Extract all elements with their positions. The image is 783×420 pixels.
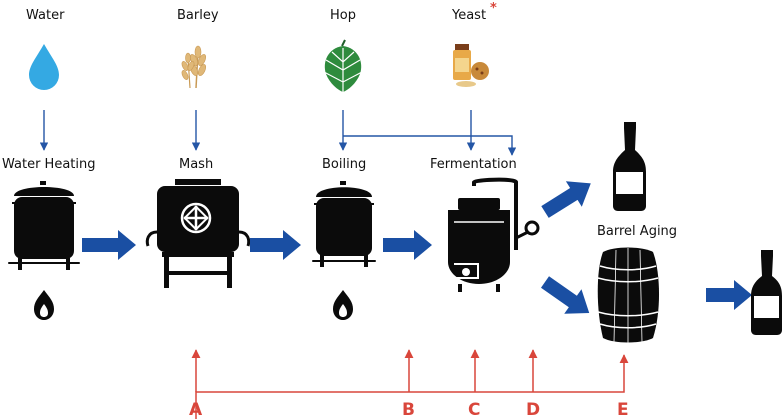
sampling-lines (191, 349, 629, 419)
fermenter-icon (448, 177, 540, 292)
barrel-icon (597, 247, 660, 344)
yeast-icon (453, 44, 489, 87)
ingredient-label-barley: Barley (177, 8, 219, 23)
boil-kettle-icon (312, 181, 376, 267)
stage-label-barrel-aging: Barrel Aging (597, 224, 678, 239)
ingredient-label-yeast: Yeast (452, 8, 487, 23)
stage-label-fermentation: Fermentation (430, 157, 517, 172)
stage-label-water-heating: Water Heating (2, 157, 96, 172)
sampling-point-e: E (617, 400, 629, 420)
ingredient-label-hop: Hop (330, 8, 356, 23)
kettle-icon (8, 181, 80, 270)
yeast-asterisk: * (490, 1, 497, 16)
water-drop-icon (29, 44, 59, 90)
flame-icon (34, 290, 54, 320)
flow-arrows (82, 181, 752, 314)
bottle-icon (613, 122, 646, 211)
feed-arrows (39, 110, 517, 156)
hop-icon (323, 39, 363, 92)
sampling-point-a: A (189, 400, 203, 420)
bottle-icon (751, 250, 782, 335)
mash-tun-icon (145, 179, 251, 288)
ingredient-label-water: Water (26, 8, 65, 23)
stage-label-boiling: Boiling (322, 157, 367, 172)
barley-icon (181, 45, 207, 89)
sampling-point-d: D (526, 400, 541, 420)
sampling-point-b: B (402, 400, 415, 420)
flame-icon (333, 290, 353, 320)
sampling-point-c: C (468, 400, 481, 420)
stage-label-mash: Mash (179, 157, 214, 172)
